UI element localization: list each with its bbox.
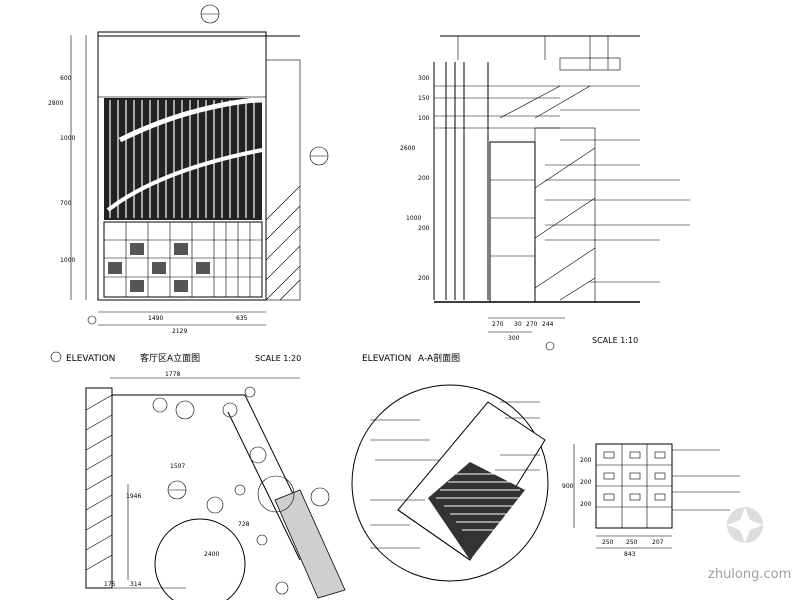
- elev-dim-left-total: 2800: [48, 100, 63, 107]
- cab-dim-left-2: 200: [580, 479, 592, 486]
- elev-dim-bottom-1: 1490: [148, 315, 163, 322]
- plan-dim-circle: 2400: [204, 551, 219, 558]
- sect-dim-left-3: 100: [418, 115, 430, 122]
- sect-dim-left-sub: 1000: [406, 215, 421, 222]
- cabinet-elevation: [573, 443, 740, 549]
- sect-dim-left-1: 300: [418, 75, 430, 82]
- sect-dim-left-7: 200: [418, 275, 430, 282]
- cab-dim-left-total: 900: [562, 483, 574, 490]
- sect-dim-bottom-1: 270: [492, 321, 504, 328]
- cab-dim-bottom-3: 207: [652, 539, 664, 546]
- watermark-logo-icon: [727, 507, 763, 543]
- sect-dim-left-6: 200: [418, 225, 430, 232]
- section-a-a: [433, 35, 690, 351]
- cab-dim-left-1: 200: [580, 457, 592, 464]
- elev-dim-left-4: 700: [60, 200, 72, 207]
- plan-dim-inner-2: 728: [238, 521, 250, 528]
- sect-dim-left-2: 150: [418, 95, 430, 102]
- title-marker-icon: [50, 351, 62, 363]
- elev-dim-bottom-2: 635: [236, 315, 248, 322]
- elev-title: ELEVATION: [66, 354, 115, 364]
- plan-dim-inner-3: 175: [104, 581, 116, 588]
- sect-dim-bottom-total: 300: [508, 335, 520, 342]
- sect-dim-bottom-4: 244: [542, 321, 554, 328]
- sect-subtitle: A-A剖面图: [418, 352, 460, 364]
- floor-plan: [85, 377, 346, 600]
- plan-dim-left-1: 1946: [126, 493, 141, 500]
- sect-dim-left-4: 200: [418, 175, 430, 182]
- sect-title: ELEVATION: [362, 354, 411, 364]
- plan-dim-left-2: 314: [130, 581, 142, 588]
- sect-dim-bottom-3: 270: [526, 321, 538, 328]
- elev-scale: SCALE 1:20: [255, 354, 301, 363]
- plan-dim-top: 1778: [165, 371, 180, 378]
- cab-dim-left-3: 200: [580, 501, 592, 508]
- elev-subtitle: 客厅区A立面图: [140, 352, 200, 364]
- elev-dim-left-3: 1000: [60, 135, 75, 142]
- cab-dim-bottom-total: 843: [624, 551, 636, 558]
- elevation-living-room: [70, 4, 329, 326]
- watermark-text: zhulong.com: [708, 567, 791, 582]
- elev-dim-bottom-total: 2129: [172, 328, 187, 335]
- sect-scale: SCALE 1:10: [592, 336, 638, 345]
- cab-dim-bottom-1: 250: [602, 539, 614, 546]
- cab-dim-bottom-2: 250: [626, 539, 638, 546]
- sect-dim-left-total: 2600: [400, 145, 415, 152]
- elev-dim-left-5: 1000: [60, 257, 75, 264]
- detail-circle: [351, 384, 549, 582]
- elev-dim-left-1: 600: [60, 75, 72, 82]
- plan-dim-inner-1: 1507: [170, 463, 185, 470]
- sect-dim-bottom-2: 30: [514, 321, 522, 328]
